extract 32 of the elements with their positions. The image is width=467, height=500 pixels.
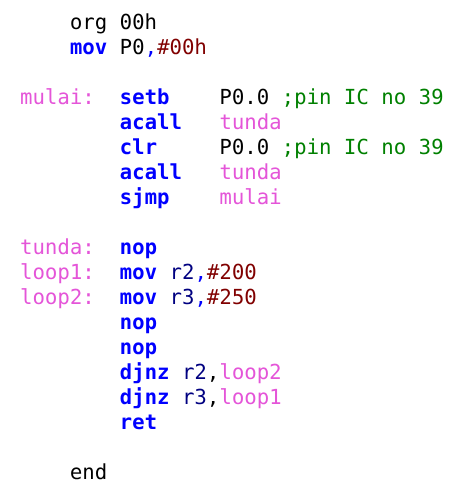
instruction-operand: P0.0 (219, 134, 270, 160)
instruction-mnemonic: djnz (120, 359, 170, 385)
instruction-operand: r3,loop1 (182, 384, 282, 410)
instruction-mnemonic: nop (120, 334, 158, 360)
code-comment: ;pin IC no 39 (282, 84, 444, 110)
assembler-directive: end (70, 459, 108, 485)
code-label: tunda: (20, 234, 95, 260)
code-label: tunda (219, 109, 282, 135)
instruction-mnemonic: clr (120, 134, 158, 160)
instruction-mnemonic: nop (120, 309, 158, 335)
instruction-mnemonic: mov (120, 284, 158, 310)
assembler-directive: org 00h (70, 9, 158, 35)
instruction-mnemonic: ret (120, 409, 158, 435)
instruction-mnemonic: setb (120, 84, 170, 110)
instruction-operand: P0,#00h (120, 34, 207, 60)
instruction-mnemonic: mov (120, 259, 158, 285)
instruction-mnemonic: acall (120, 159, 182, 185)
instruction-operand: r2,loop2 (182, 359, 282, 385)
instruction-mnemonic: acall (120, 109, 182, 135)
instruction-mnemonic: mov (70, 34, 108, 60)
instruction-mnemonic: nop (120, 234, 158, 260)
code-label: loop1: (20, 259, 95, 285)
instruction-mnemonic: sjmp (120, 184, 170, 210)
instruction-operand: P0.0 (219, 84, 270, 110)
instruction-operand: r3,#250 (170, 284, 257, 310)
code-comment: ;pin IC no 39 (282, 134, 444, 160)
code-label: mulai (219, 184, 282, 210)
code-label: loop2: (20, 284, 95, 310)
instruction-operand: r2,#200 (170, 259, 257, 285)
instruction-mnemonic: djnz (120, 384, 170, 410)
code-label: mulai: (20, 84, 95, 110)
code-label: tunda (219, 159, 282, 185)
